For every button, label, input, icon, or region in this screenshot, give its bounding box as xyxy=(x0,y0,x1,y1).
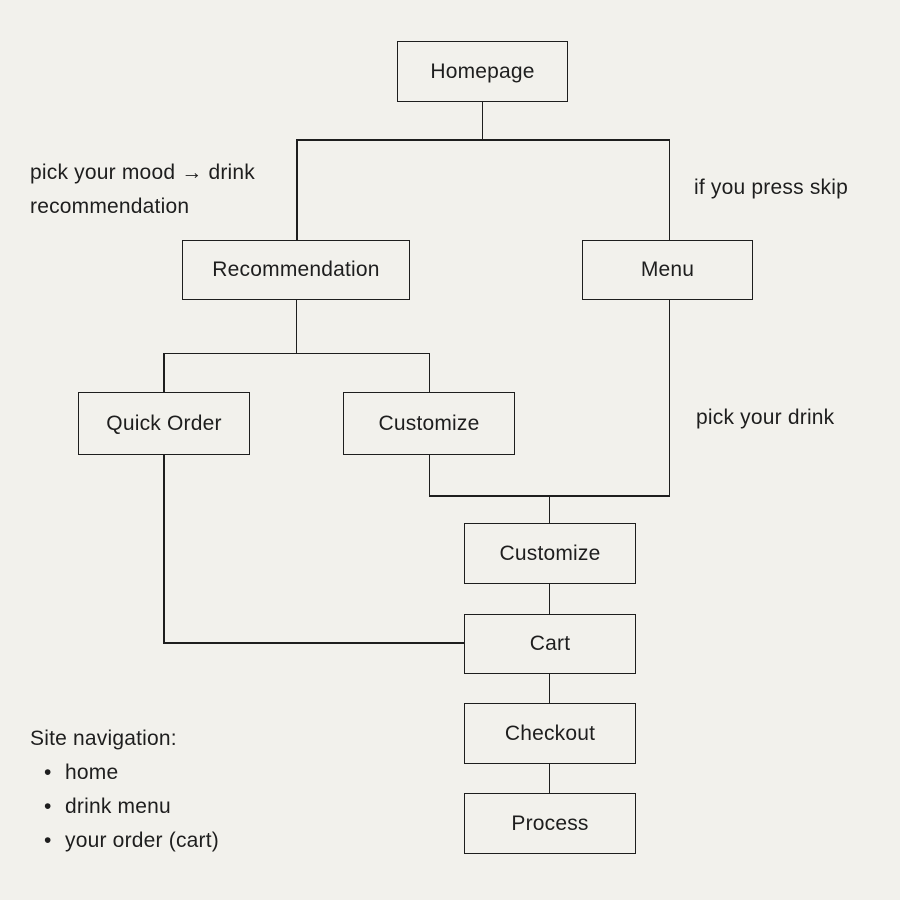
site-navigation-list: home drink menu your order (cart) xyxy=(30,756,219,858)
connector-quick-order-down xyxy=(163,455,165,644)
node-cart[interactable]: Cart xyxy=(464,614,636,674)
connector-to-customize-branch xyxy=(428,352,430,392)
node-recommendation[interactable]: Recommendation xyxy=(182,240,410,300)
site-navigation-title: Site navigation: xyxy=(30,727,177,750)
connector-menu-down xyxy=(668,300,670,496)
connector-to-menu xyxy=(668,139,670,240)
connector-homepage-down xyxy=(481,102,483,140)
connector-checkout-to-process xyxy=(548,764,550,793)
connector-customize-branch-down xyxy=(428,455,430,497)
site-navigation-legend: Site navigation: home drink menu your or… xyxy=(30,722,219,858)
annotation-skip: if you press skip xyxy=(694,176,848,199)
site-navigation-item-home: home xyxy=(30,756,219,790)
connector-branch-horizontal xyxy=(163,352,430,354)
connector-cart-to-checkout xyxy=(548,674,550,703)
node-homepage[interactable]: Homepage xyxy=(397,41,568,102)
node-customize-merge[interactable]: Customize xyxy=(464,523,636,584)
connector-top-horizontal xyxy=(296,139,670,141)
connector-customize-to-cart xyxy=(548,584,550,614)
connector-recommendation-down xyxy=(295,300,297,353)
node-process[interactable]: Process xyxy=(464,793,636,854)
connector-to-customize-merge xyxy=(548,495,550,523)
annotation-mood: pick your mood → drink recommendation xyxy=(30,161,255,218)
node-customize-branch[interactable]: Customize xyxy=(343,392,515,455)
connector-quick-order-to-cart xyxy=(163,642,464,644)
connector-to-recommendation xyxy=(296,139,298,240)
connector-to-quick-order xyxy=(163,352,165,392)
node-menu[interactable]: Menu xyxy=(582,240,753,300)
node-checkout[interactable]: Checkout xyxy=(464,703,636,764)
node-quick-order[interactable]: Quick Order xyxy=(78,392,250,455)
annotation-drink: pick your drink xyxy=(696,406,835,429)
site-navigation-item-order: your order (cart) xyxy=(30,824,219,858)
site-navigation-item-menu: drink menu xyxy=(30,790,219,824)
